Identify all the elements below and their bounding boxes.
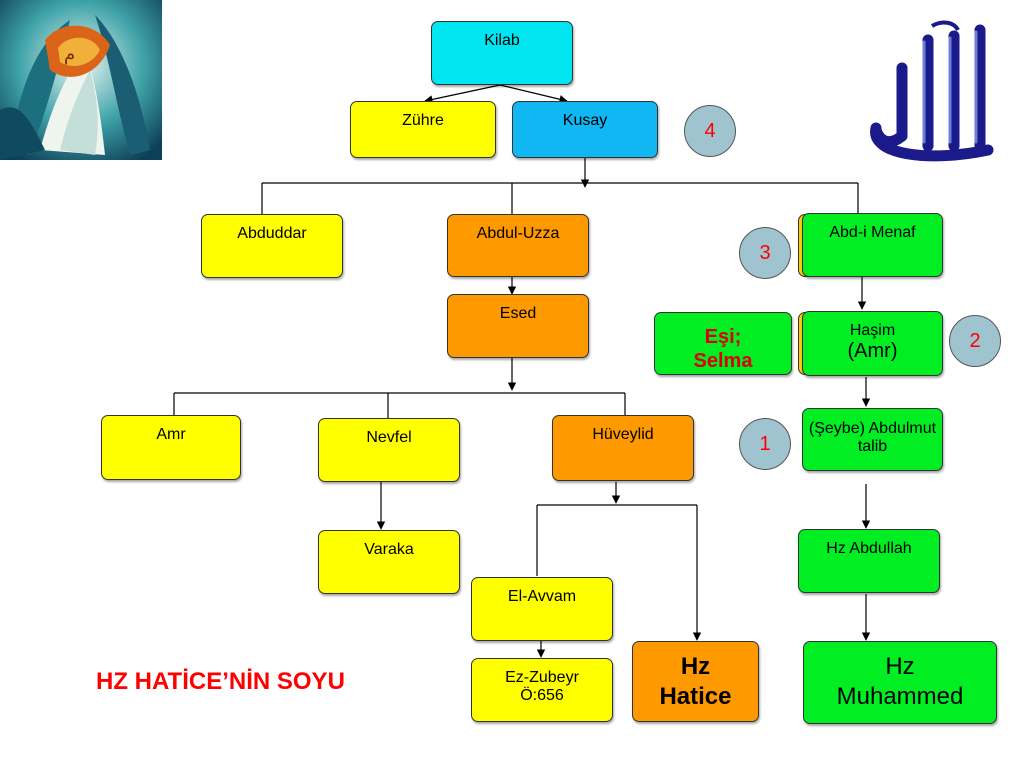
node-esi-selma: Eşi; Selma [654,312,792,375]
node-hz-hatice-line2: Hatice [659,683,732,710]
node-abd-i-menaf: Abd-i Menaf [802,213,943,277]
marker-1: 1 [739,418,791,470]
node-abdul-uzza-label: Abdul-Uzza [476,225,560,242]
calligraphy-painting-image: م [0,0,162,160]
node-ez-zubeyr-line2: Ö:656 [520,687,564,704]
marker-3: 3 [739,227,791,279]
node-el-avvam-label: El-Avvam [507,588,577,605]
node-nevfel: Nevfel [318,418,460,482]
node-varaka: Varaka [318,530,460,594]
node-abduddar-label: Abduddar [237,225,307,242]
marker-2-label: 2 [969,330,981,352]
node-varaka-label: Varaka [364,541,414,558]
marker-2: 2 [949,315,1001,367]
node-ez-zubeyr-line1: Ez-Zubeyr [505,669,579,686]
node-seybe-label: (Şeybe) Abdulmuttalib [808,420,937,455]
node-seybe-abdulmuttalib: (Şeybe) Abdulmuttalib [802,408,943,471]
node-abdul-uzza: Abdul-Uzza [447,214,589,277]
node-hz-hatice-line1: Hz [680,653,711,680]
node-esed-label: Esed [499,305,537,322]
node-el-avvam: El-Avvam [471,577,613,641]
node-hasim-line1: Haşim [849,322,896,339]
node-huveylid-label: Hüveylid [592,426,654,443]
marker-4: 4 [684,105,736,157]
marker-4-label: 4 [704,120,716,142]
slide-title: HZ HATİCE’NİN SOYU [96,668,345,695]
marker-3-label: 3 [759,242,771,264]
node-kilab: Kilab [431,21,573,85]
node-esi-selma-label: Eşi; Selma [693,326,753,372]
node-ez-zubeyr: Ez-Zubeyr Ö:656 [471,658,613,722]
node-abd-i-menaf-label: Abd-i Menaf [829,224,916,241]
node-hz-muhammed-line1: Hz [885,653,915,680]
node-hz-muhammed-line2: Muhammed [836,683,964,710]
node-hz-hatice: Hz Hatice [632,641,759,722]
marker-1-label: 1 [759,433,771,455]
node-amr-label: Amr [156,426,186,443]
node-kilab-label: Kilab [484,32,520,49]
node-nevfel-label: Nevfel [366,429,412,446]
node-abduddar: Abduddar [201,214,343,278]
svg-text:م: م [64,44,75,65]
node-amr: Amr [101,415,241,480]
node-hz-muhammed: Hz Muhammed [803,641,997,724]
node-kusay: Kusay [512,101,658,158]
node-kusay-label: Kusay [562,112,608,129]
node-huveylid: Hüveylid [552,415,694,481]
node-zuhre-label: Zühre [402,112,444,129]
allah-calligraphy-image [870,20,994,162]
node-hz-abdullah: Hz Abdullah [798,529,940,593]
node-hz-abdullah-label: Hz Abdullah [826,540,912,557]
node-zuhre: Zühre [350,101,496,158]
node-esed: Esed [447,294,589,358]
node-hasim-line2: (Amr) [847,340,898,362]
node-hasim: Haşim (Amr) [802,311,943,376]
